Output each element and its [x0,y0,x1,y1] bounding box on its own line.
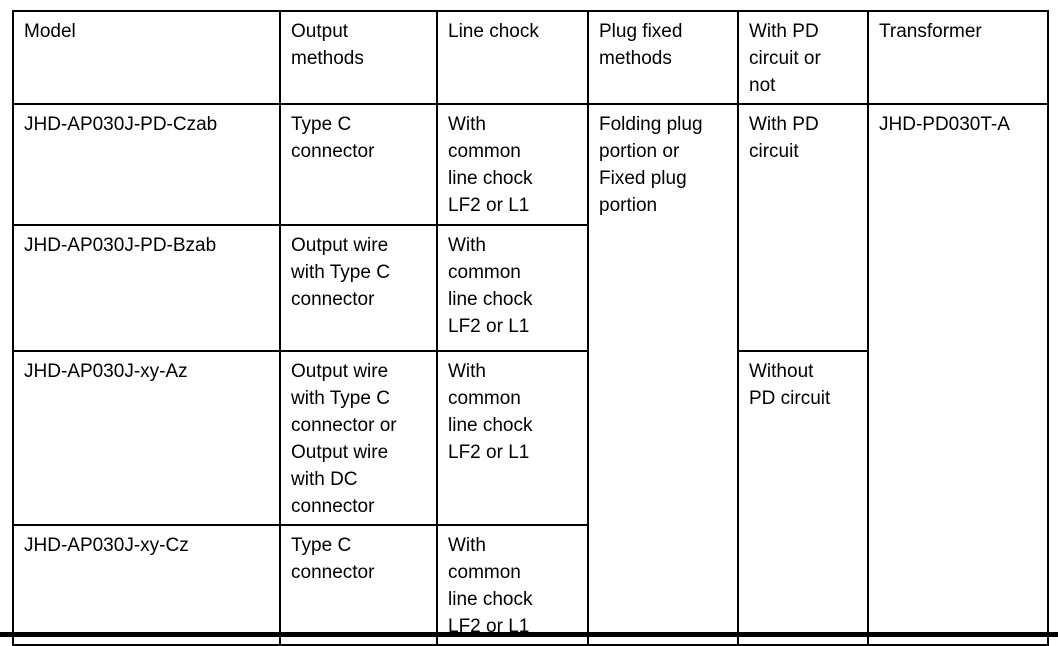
cell-chock-row4: With common line chock LF2 or L1 [436,524,589,646]
cell-chock-row1: With common line chock LF2 or L1 [436,103,589,226]
header-pd-circuit-or-not: With PD circuit or not [737,10,869,105]
table-row: JHD-AP030J-xy-Cz Type C connector With c… [12,524,1048,646]
table-row: JHD-AP030J-PD-Bzab Output wire with Type… [12,224,1048,352]
product-spec-table: Model Output methods Line chock Plug fix… [12,10,1049,646]
header-plug-fixed-methods: Plug fixed methods [587,10,739,105]
cell-transformer-span: JHD-PD030T-A [867,103,1049,646]
header-model: Model [12,10,281,105]
cell-chock-row3: With common line chock LF2 or L1 [436,350,589,526]
cell-model-row2: JHD-AP030J-PD-Bzab [12,224,281,352]
cell-plug-fixed-span: Folding plug portion or Fixed plug porti… [587,103,739,646]
cell-chock-row2: With common line chock LF2 or L1 [436,224,589,352]
table-header-row: Model Output methods Line chock Plug fix… [12,10,1049,105]
table-row: JHD-AP030J-xy-Az Output wire with Type C… [12,350,1048,646]
header-output-methods: Output methods [279,10,438,105]
cell-output-row4: Type C connector [279,524,438,646]
cell-output-row1: Type C connector [279,103,438,226]
header-transformer: Transformer [867,10,1049,105]
cell-model-row1: JHD-AP030J-PD-Czab [12,103,281,226]
cell-output-row3: Output wire with Type C connector or Out… [279,350,438,526]
cell-output-row2: Output wire with Type C connector [279,224,438,352]
cell-model-row4: JHD-AP030J-xy-Cz [12,524,281,646]
page-bottom-rule [0,632,1058,637]
header-line-chock: Line chock [436,10,589,105]
cell-without-pd-span: Without PD circuit [737,350,869,646]
cell-with-pd-span: With PD circuit [737,103,869,352]
table-row: JHD-AP030J-PD-Czab Type C connector With… [12,103,1049,646]
cell-model-row3: JHD-AP030J-xy-Az [12,350,281,526]
